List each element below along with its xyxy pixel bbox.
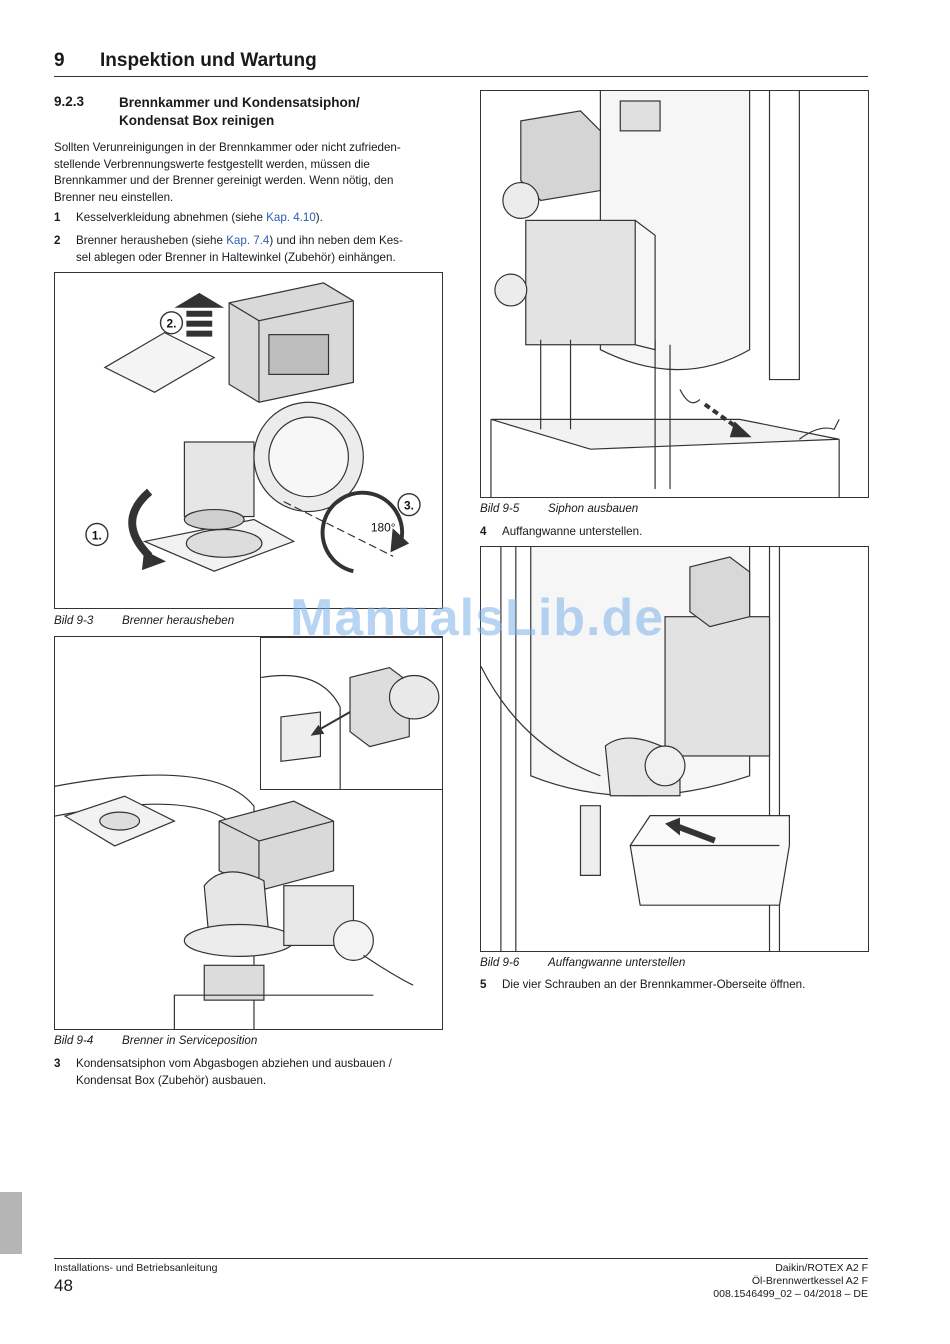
step-text-line2: Kondensat Box (Zubehör) ausbauen.	[76, 1073, 267, 1087]
chapter-number: 9	[54, 50, 65, 71]
intro-line: Brenner neu einstellen.	[54, 190, 174, 204]
caption-text: Brenner herausheben	[122, 614, 235, 627]
page-number: 48	[54, 1276, 73, 1295]
step-3: 3 Kondensatsiphon vom Abgasbogen abziehe…	[54, 1056, 444, 1089]
section-title-line2: Kondensat Box reinigen	[119, 113, 275, 128]
caption-label: Bild 9-5	[480, 502, 520, 515]
intro-line: Brennkammer und der Brenner gereinigt we…	[54, 174, 394, 187]
step-4: 4 Auffangwanne unterstellen.	[480, 524, 870, 541]
intro-paragraph: Sollten Verunreinigungen in der Brennkam…	[54, 140, 446, 206]
link-kap-7-4[interactable]: Kap. 7.4	[226, 234, 270, 247]
footer-document-id: 008.1546499_02 – 04/2018 – DE	[713, 1288, 868, 1300]
caption-text: Siphon ausbauen	[548, 502, 639, 515]
step-text-line2: sel ablegen oder Brenner in Haltewinkel …	[76, 250, 396, 264]
caption-label: Bild 9-4	[54, 1034, 94, 1047]
footer-product-info: Daikin/ROTEX A2 F Öl-Brennwertkessel A2 …	[713, 1262, 868, 1301]
figure-siphon-removal	[480, 90, 869, 498]
siphon-removal-illustration	[490, 91, 840, 497]
caption-figure-9-6: Bild 9-6 Auffangwanne unterstellen	[480, 956, 685, 969]
step-1: 1 Kesselverkleidung abnehmen (siehe Kap.…	[54, 210, 444, 227]
inset-detail-view	[260, 637, 442, 790]
chapter-title: Inspektion und Wartung	[100, 50, 317, 71]
step-text: Brenner herausheben (siehe	[76, 234, 227, 247]
caption-label: Bild 9-6	[480, 956, 520, 969]
rotation-angle-label: 180°	[371, 520, 396, 534]
caption-figure-9-4: Bild 9-4 Brenner in Serviceposition	[54, 1034, 257, 1047]
step-number: 3	[54, 1057, 61, 1070]
step-number: 2	[54, 234, 61, 247]
figure-marker-3: 3.	[404, 499, 414, 513]
step-number: 5	[480, 978, 487, 991]
figure-marker-1: 1.	[92, 528, 102, 542]
watermark: ManualsLib.de	[290, 589, 665, 647]
step-2: 2 Brenner herausheben (siehe Kap. 7.4) u…	[54, 233, 444, 266]
inset-illustration	[261, 666, 440, 789]
step-text: ).	[315, 211, 323, 224]
step-text: Die vier Schrauben an der Brennkammer-Ob…	[502, 978, 806, 991]
step-text: Kesselverkleidung abnehmen (siehe	[76, 211, 267, 224]
link-kap-4-10[interactable]: Kap. 4.10	[266, 211, 316, 224]
section-number: 9.2.3	[54, 94, 85, 109]
chapter-side-tab	[0, 1192, 22, 1254]
footer-product-type: Öl-Brennwertkessel A2 F	[751, 1275, 868, 1287]
burner-service-illustration	[55, 774, 414, 1029]
footer-product-name: Daikin/ROTEX A2 F	[775, 1262, 868, 1274]
step-text: Auffangwanne unterstellen.	[502, 525, 643, 538]
intro-line: Sollten Verunreinigungen in der Brennkam…	[54, 141, 401, 154]
caption-figure-9-3: Bild 9-3 Brenner herausheben	[54, 614, 234, 627]
step-text: ) und ihn neben dem Kes-	[269, 234, 403, 247]
figure-burner-service	[54, 636, 443, 1030]
caption-label: Bild 9-3	[54, 614, 94, 627]
figure-burner-lift: 2. 1. 3. 180°	[54, 272, 443, 609]
intro-line: stellende Verbrennungswerte festgestellt…	[54, 157, 370, 171]
caption-text: Auffangwanne unterstellen	[548, 956, 686, 969]
section-title-line1: Brennkammer und Kondensatsiphon/	[119, 95, 360, 110]
footer-rule	[54, 1258, 868, 1259]
step-text: Kondensatsiphon vom Abgasbogen abziehen …	[76, 1057, 392, 1070]
step-number: 4	[480, 525, 487, 538]
section-title: Brennkammer und Kondensatsiphon/ Kondens…	[119, 94, 449, 130]
caption-figure-9-5: Bild 9-5 Siphon ausbauen	[480, 502, 638, 515]
step-number: 1	[54, 211, 61, 224]
figure-collection-tray	[480, 546, 869, 952]
header-rule	[54, 76, 868, 77]
burner-lift-illustration: 2. 1. 3. 180°	[85, 282, 421, 574]
collection-tray-illustration	[481, 547, 791, 951]
step-5: 5 Die vier Schrauben an der Brennkammer-…	[480, 977, 870, 994]
footer-document-type: Installations- und Betriebsanleitung	[54, 1262, 218, 1274]
figure-marker-2: 2.	[166, 317, 176, 331]
caption-text: Brenner in Serviceposition	[122, 1034, 258, 1047]
